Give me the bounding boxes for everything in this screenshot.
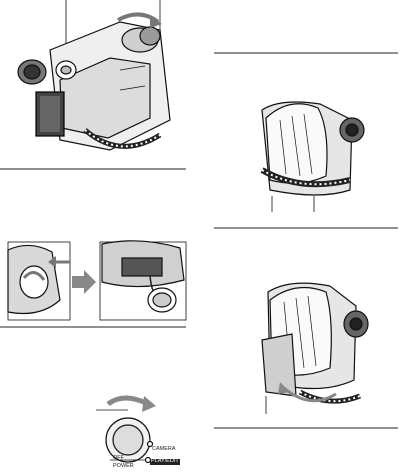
grip-belt-figure-1	[262, 102, 364, 212]
camera-label: CAMERA	[152, 447, 176, 453]
grip-belt-figure-2	[262, 283, 368, 414]
power-label: POWER	[113, 464, 134, 470]
camcorder-figure-top-left	[18, 0, 170, 150]
lens-cap-figure	[8, 241, 186, 320]
power-switch-figure	[96, 396, 156, 463]
playedit-label: PLAY/EDIT	[150, 459, 180, 465]
off-label: OFF	[113, 456, 124, 462]
